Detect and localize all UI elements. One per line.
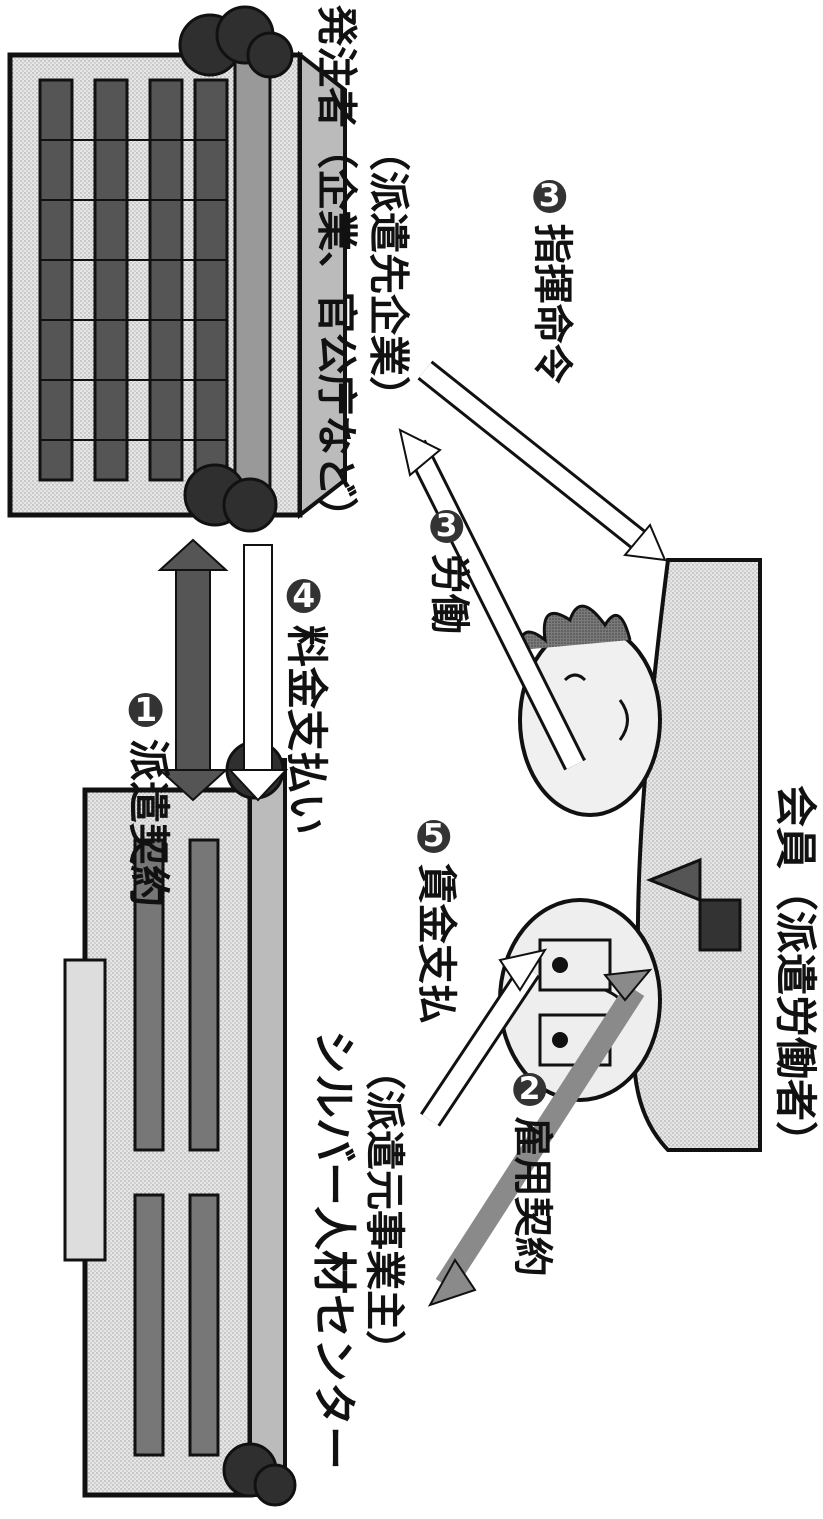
employment-contract-arrow [427,968,653,1307]
labor-arrow [398,428,586,771]
instruction-arrow [417,360,667,562]
center-building-icon [63,740,297,1507]
client-building-icon [7,5,347,533]
dispatch-contract-arrow [157,538,229,802]
member-figures-icon [498,558,762,1152]
wage-payment-arrow [420,948,548,1127]
fee-payment-arrow [227,544,289,802]
contract-arrows [157,360,667,1307]
